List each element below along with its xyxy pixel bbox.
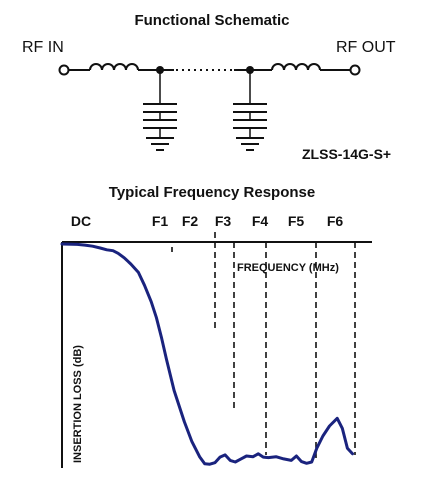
tick-label-f2: F2 [182,213,199,229]
y-axis-label: INSERTION LOSS (dB) [72,345,84,463]
rf-in-label: RF IN [22,39,64,56]
inductor-in-icon [89,63,139,71]
tick-label-f1: F1 [152,213,169,229]
rf-in-port-icon [58,64,70,76]
chart-title: Typical Frequency Response [109,184,315,201]
ground-2-icon [236,137,264,151]
tick-label-f3: F3 [215,213,232,229]
schematic: Functional Schematic RF IN RF OUT [22,12,396,151]
series-line [60,242,354,466]
shunt-capacitor-1-icon [143,70,177,138]
ground-1-icon [146,137,174,151]
tick-dashes [171,232,356,462]
shunt-capacitor-2-icon [233,70,267,138]
model-name: ZLSS-14G-S+ [302,146,391,162]
rf-out-label: RF OUT [336,39,396,56]
tick-labels: DC F1 F2 F3 F4 F5 F6 [71,213,343,229]
x-axis-label: FREQUENCY (MHz) [237,262,339,274]
tick-label-f5: F5 [288,213,305,229]
tick-label-dc: DC [71,213,91,229]
tick-label-f6: F6 [327,213,344,229]
rf-out-port-icon [349,64,361,76]
schematic-title: Functional Schematic [134,12,289,29]
tick-label-f4: F4 [252,213,269,229]
inductor-out-icon [271,63,321,71]
